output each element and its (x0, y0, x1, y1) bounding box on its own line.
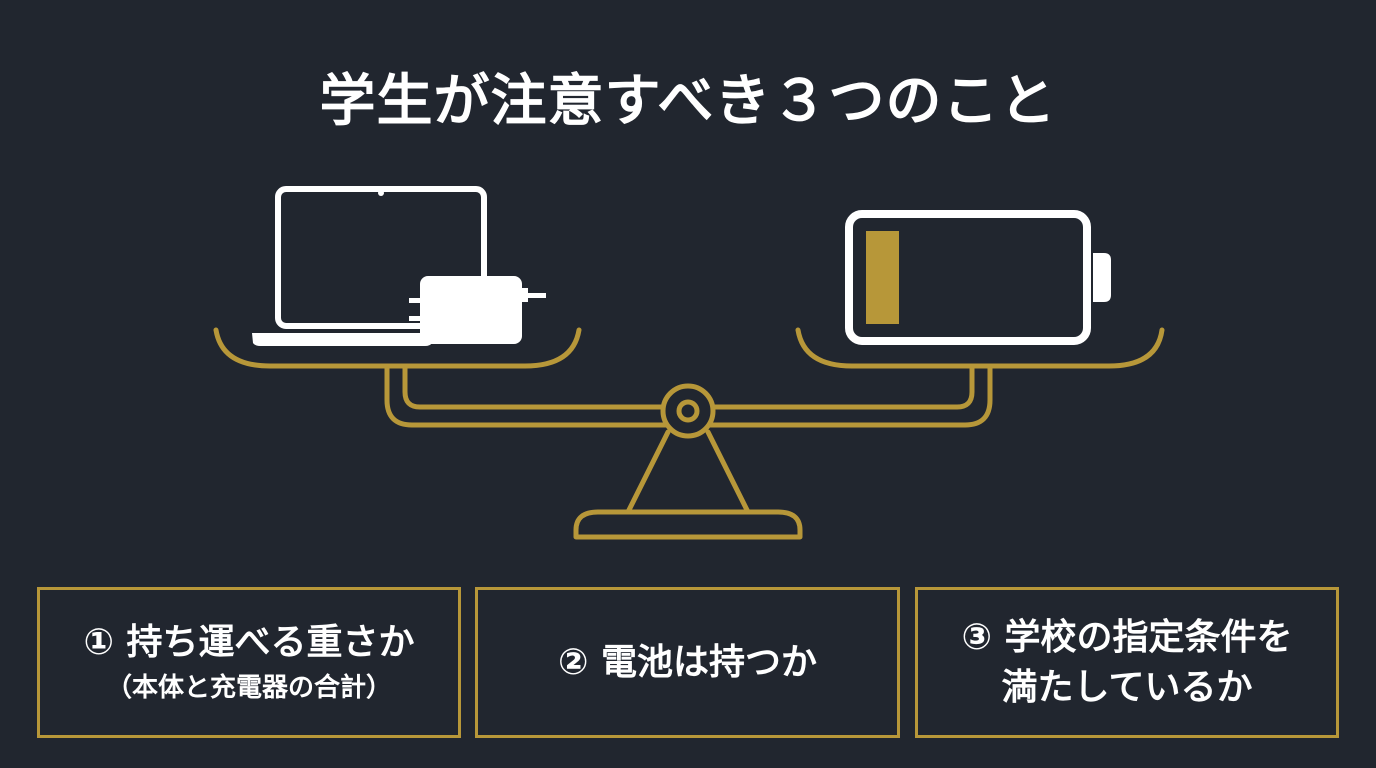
page-title: 学生が注意すべき３つのこと (319, 69, 1057, 134)
point-card-school-requirements: ③ 学校の指定条件を 満たしているか (915, 587, 1339, 738)
pivot-hole (676, 399, 700, 423)
point-1-title: ① 持ち運べる重さか (83, 621, 415, 663)
point-3-title-line-2: 満たしているか (1001, 666, 1253, 708)
stand-base (573, 509, 803, 540)
stand (625, 429, 751, 515)
left-pan (213, 327, 582, 369)
laptop-icon (252, 186, 487, 346)
point-card-battery: ② 電池は持つか (475, 587, 900, 738)
charger-icon (409, 276, 546, 344)
point-1-note: （本体と充電器の合計） (105, 672, 392, 703)
point-2-title: ② 電池は持つか (557, 641, 817, 683)
battery-low-icon (845, 210, 1111, 345)
point-3-title-line-1: ③ 学校の指定条件を (961, 616, 1293, 658)
battery-level-fill (866, 231, 899, 324)
point-card-weight: ① 持ち運べる重さか （本体と充電器の合計） (37, 587, 461, 738)
right-pan (795, 327, 1165, 369)
pivot-hub (660, 383, 716, 439)
balance-scale-icon (213, 327, 1165, 540)
